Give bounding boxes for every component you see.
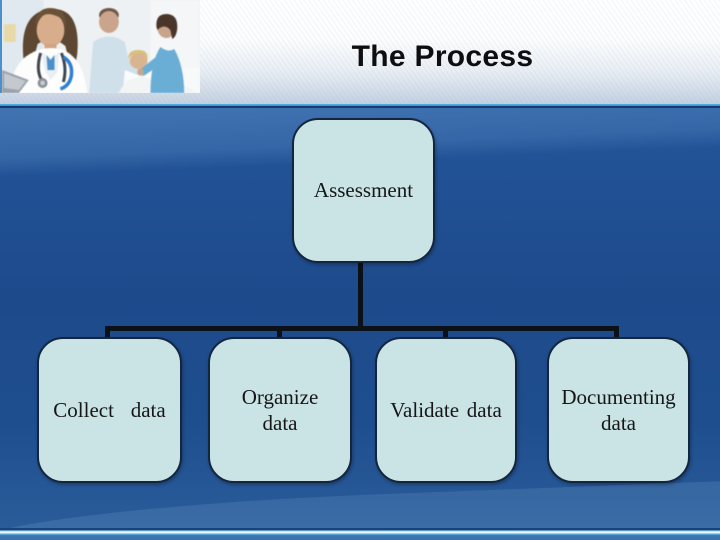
connector-stub-documenting xyxy=(614,326,619,339)
header-divider xyxy=(0,104,720,108)
diagram-node-validate-data: Validate data xyxy=(375,337,517,483)
node-label: Collect data xyxy=(53,397,166,422)
slide-body: Assessment Collect data Organize data Va… xyxy=(0,108,720,528)
diagram-node-documenting-data: Documenting data xyxy=(547,337,690,483)
diagram-node-assessment: Assessment xyxy=(292,118,435,263)
medical-team-photo-illustration xyxy=(2,0,200,93)
node-label: Assessment xyxy=(313,178,414,203)
bottom-accent-bar xyxy=(0,528,720,540)
medical-team-photo xyxy=(0,0,200,93)
connector-root-vertical xyxy=(358,263,363,329)
node-label: Validate data xyxy=(390,397,502,422)
connector-stub-validate xyxy=(443,326,448,339)
slide-title: The Process xyxy=(351,40,534,73)
connector-horizontal xyxy=(105,326,619,331)
node-label: Documenting data xyxy=(561,384,676,435)
connector-stub-organize xyxy=(277,326,282,339)
slide-header: The Process xyxy=(0,0,720,104)
diagram-node-collect-data: Collect data xyxy=(37,337,182,483)
node-label: Organize data xyxy=(241,384,319,435)
diagram-node-organize-data: Organize data xyxy=(208,337,352,483)
background-sheen-bottom xyxy=(0,478,720,528)
connector-stub-collect xyxy=(105,326,110,339)
